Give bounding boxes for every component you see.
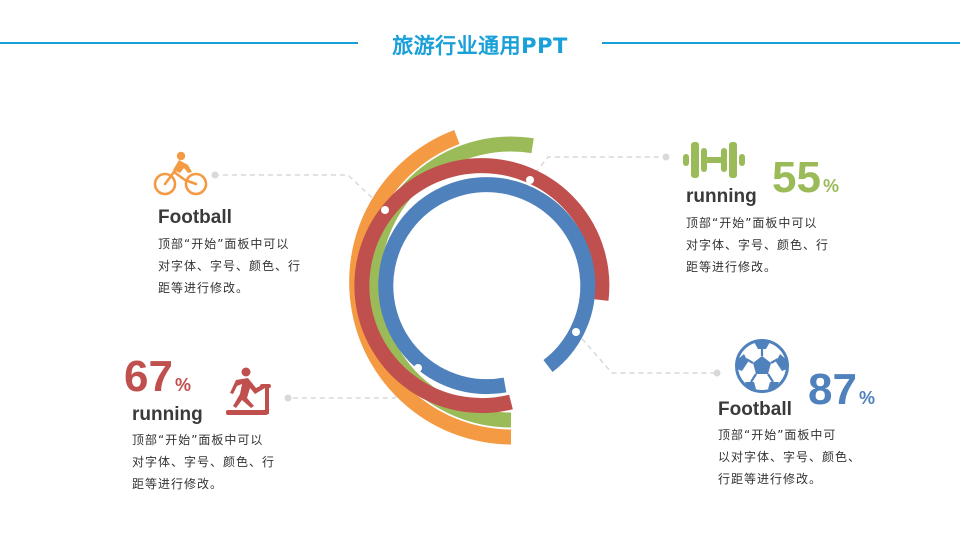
bicycle-icon <box>153 151 208 196</box>
connector-dot-4 <box>713 369 721 377</box>
item-3-description: 顶部“开始”面板中可以 对字体、字号、颜色、行 距等进行修改。 <box>132 433 276 491</box>
item-4-description: 顶部“开始”面板中可 以对字体、字号、颜色、 行距等进行修改。 <box>718 428 862 486</box>
item-4-percentage: 87% <box>808 368 875 420</box>
item-2-value: 55 <box>772 153 821 202</box>
item-3-percentage: 67% <box>124 355 191 407</box>
item-2-percent-sign: % <box>822 176 839 196</box>
soccer-ball-icon <box>735 339 789 393</box>
page-title: 旅游行业通用PPT <box>392 34 568 58</box>
item-2-description: 顶部“开始”面板中可以 对字体、字号、颜色、行 距等进行修改。 <box>686 216 830 274</box>
item-1-label: Football <box>158 207 232 228</box>
connector-line-2 <box>529 156 666 181</box>
item-4-value: 87 <box>808 365 857 414</box>
treadmill-runner-icon <box>226 367 271 415</box>
item-2-label: running <box>686 186 757 207</box>
header-line-right <box>602 42 960 44</box>
connector-line-1 <box>215 174 386 211</box>
ring-marker-3 <box>414 364 422 372</box>
ring-marker-2 <box>526 176 534 184</box>
connector-dot-3 <box>284 394 292 402</box>
item-2-percentage: 55% <box>772 156 839 208</box>
item-4-percent-sign: % <box>858 388 875 408</box>
dumbbell-icon <box>683 142 745 178</box>
ring-blue <box>378 177 596 395</box>
item-3-label: running <box>132 404 203 425</box>
item-3-percent-sign: % <box>174 375 191 395</box>
item-4-label: Football <box>718 399 792 420</box>
header-line-left <box>0 42 358 44</box>
connector-line-4 <box>575 331 717 374</box>
connector-dot-2 <box>662 153 670 161</box>
item-1-description: 顶部“开始”面板中可以 对字体、字号、颜色、行 距等进行修改。 <box>158 237 302 295</box>
item-3-value: 67 <box>124 352 173 401</box>
ring-marker-1 <box>381 206 389 214</box>
ring-red <box>354 158 610 414</box>
connector-dot-1 <box>211 171 219 179</box>
ring-marker-4 <box>572 328 580 336</box>
